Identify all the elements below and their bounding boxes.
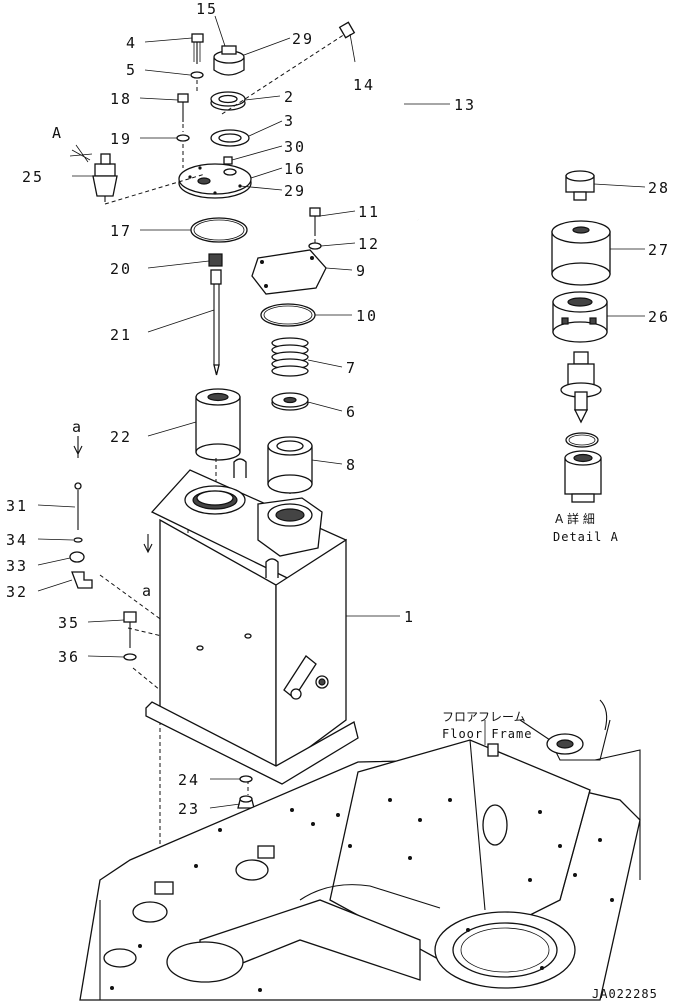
detail-a: A 詳 細 Detail A — [551, 170, 619, 544]
view-a-marker: A — [52, 124, 93, 163]
callout-11: 11 — [358, 203, 380, 221]
floor-frame: フロアフレーム Floor Frame — [79, 699, 641, 1001]
callout-20: 20 — [110, 260, 132, 278]
callout-36: 36 — [58, 648, 80, 666]
section-marker-a-top: a — [72, 418, 83, 436]
callout-23: 23 — [178, 800, 200, 818]
callout-15: 15 — [196, 0, 218, 18]
callout-4: 4 — [126, 34, 137, 52]
callout-32: 32 — [6, 583, 28, 601]
drawing-code: JA022285 — [592, 987, 658, 1001]
floor-frame-label-jp: フロアフレーム — [442, 710, 526, 724]
detail-a-label-en: Detail A — [553, 530, 619, 544]
callout-7: 7 — [346, 359, 357, 377]
breather-hose — [338, 17, 420, 221]
filter-stack — [251, 207, 327, 494]
cap-assembly: A — [52, 33, 252, 461]
callout-5: 5 — [126, 61, 137, 79]
callout-28: 28 — [648, 179, 670, 197]
callout-17: 17 — [110, 222, 132, 240]
svg-text:A: A — [52, 124, 63, 142]
callout-25: 25 — [22, 168, 44, 186]
callout-10: 10 — [356, 307, 378, 325]
callout-29-bottom: 29 — [284, 182, 306, 200]
callout-29-top: 29 — [292, 30, 314, 48]
callout-31: 31 — [6, 497, 28, 515]
callout-labels: 4 5 15 29 14 13 18 2 19 3 30 16 29 25 17… — [6, 0, 670, 1001]
callout-26: 26 — [648, 308, 670, 326]
leader-lines — [37, 15, 646, 809]
callout-3: 3 — [284, 112, 295, 130]
callout-13: 13 — [454, 96, 476, 114]
spring — [271, 337, 309, 377]
callout-35: 35 — [58, 614, 80, 632]
callout-30: 30 — [284, 138, 306, 156]
callout-2: 2 — [284, 88, 295, 106]
callout-14: 14 — [353, 76, 375, 94]
callout-9: 9 — [356, 262, 367, 280]
callout-19: 19 — [110, 130, 132, 148]
callout-33: 33 — [6, 557, 28, 575]
floor-frame-label-en: Floor Frame — [442, 727, 532, 741]
callout-16: 16 — [284, 160, 306, 178]
callout-24: 24 — [178, 771, 200, 789]
hydraulic-tank — [145, 458, 359, 785]
callout-8: 8 — [346, 456, 357, 474]
detail-a-label-jp: A 詳 細 — [555, 511, 595, 526]
callout-27: 27 — [648, 241, 670, 259]
callout-34: 34 — [6, 531, 28, 549]
callout-6: 6 — [346, 403, 357, 421]
callout-12: 12 — [358, 235, 380, 253]
section-marker-a-bottom: a — [142, 582, 153, 600]
callout-21: 21 — [110, 326, 132, 344]
callout-22: 22 — [110, 428, 132, 446]
callout-1: 1 — [404, 608, 415, 626]
callout-18: 18 — [110, 90, 132, 108]
